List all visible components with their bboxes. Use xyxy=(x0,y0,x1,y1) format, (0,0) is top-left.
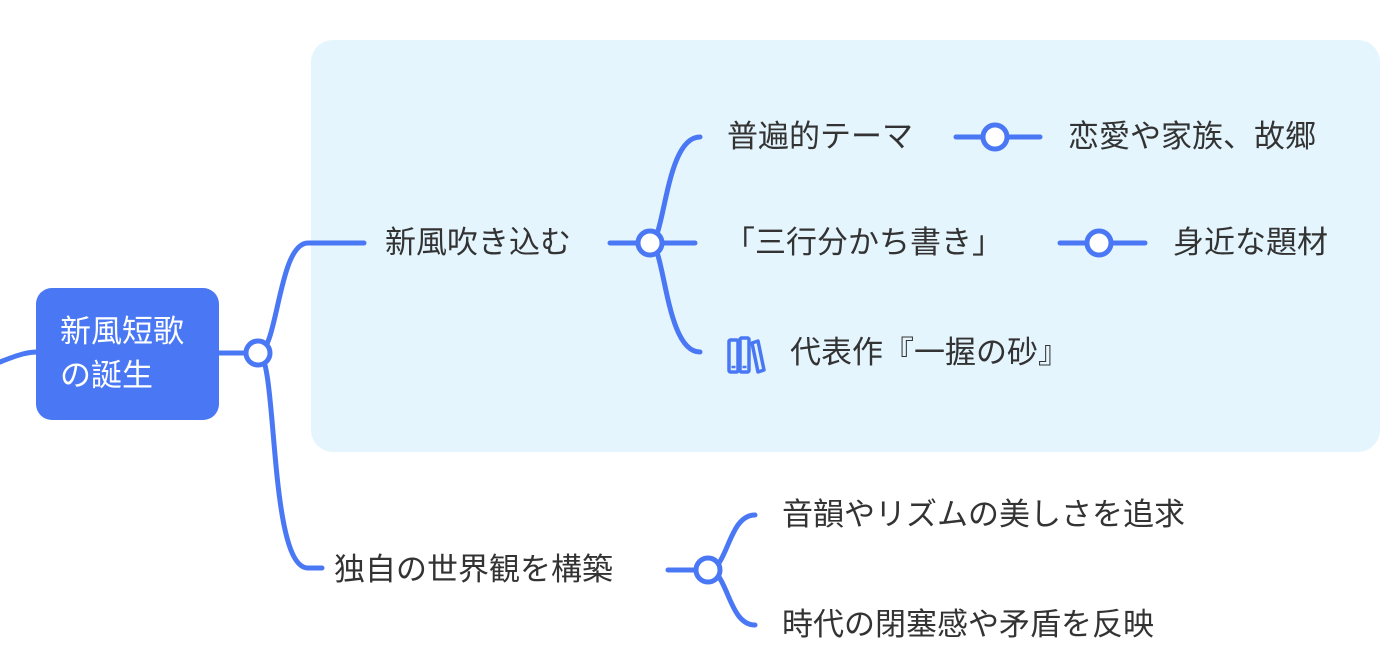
connector-branch1-child3 xyxy=(647,240,703,355)
topic-three-line-format[interactable]: 「三行分かち書き」 xyxy=(724,225,1003,261)
connector-incoming xyxy=(0,349,41,365)
collapse-toggle-root[interactable] xyxy=(243,338,273,368)
root-topic[interactable]: 新風短歌の誕生 xyxy=(36,288,219,420)
connector-branch1-child1 xyxy=(647,134,703,246)
collapse-toggle-branch1[interactable] xyxy=(635,228,665,258)
root-topic-label: 新風短歌の誕生 xyxy=(60,314,184,394)
topic-new-wind[interactable]: 新風吹き込む xyxy=(385,225,571,261)
book-spine-1 xyxy=(727,338,740,374)
book-spine-2 xyxy=(738,336,751,374)
collapse-toggle-branch2[interactable] xyxy=(693,555,723,585)
topic-love-family-hometown[interactable]: 恋愛や家族、故郷 xyxy=(1068,119,1316,155)
topic-unique-worldview[interactable]: 独自の世界観を構築 xyxy=(334,552,613,588)
connector-root-branch1 xyxy=(216,240,367,356)
topic-familiar-subjects[interactable]: 身近な題材 xyxy=(1173,225,1328,261)
topic-representative-work[interactable]: 代表作『一握の砂』 xyxy=(790,335,1069,371)
book-spine-3 xyxy=(750,339,766,374)
collapse-toggle-child1[interactable] xyxy=(980,122,1010,152)
books-icon xyxy=(727,336,766,374)
collapse-toggle-child2[interactable] xyxy=(1084,228,1114,258)
summary-boundary xyxy=(311,40,1380,452)
topic-era-reflection[interactable]: 時代の閉塞感や矛盾を反映 xyxy=(782,607,1154,643)
topic-universal-theme[interactable]: 普遍的テーマ xyxy=(727,119,913,155)
connector-root-branch2 xyxy=(255,350,325,571)
topic-phonetic-rhythm[interactable]: 音韻やリズムの美しさを追求 xyxy=(782,497,1185,533)
